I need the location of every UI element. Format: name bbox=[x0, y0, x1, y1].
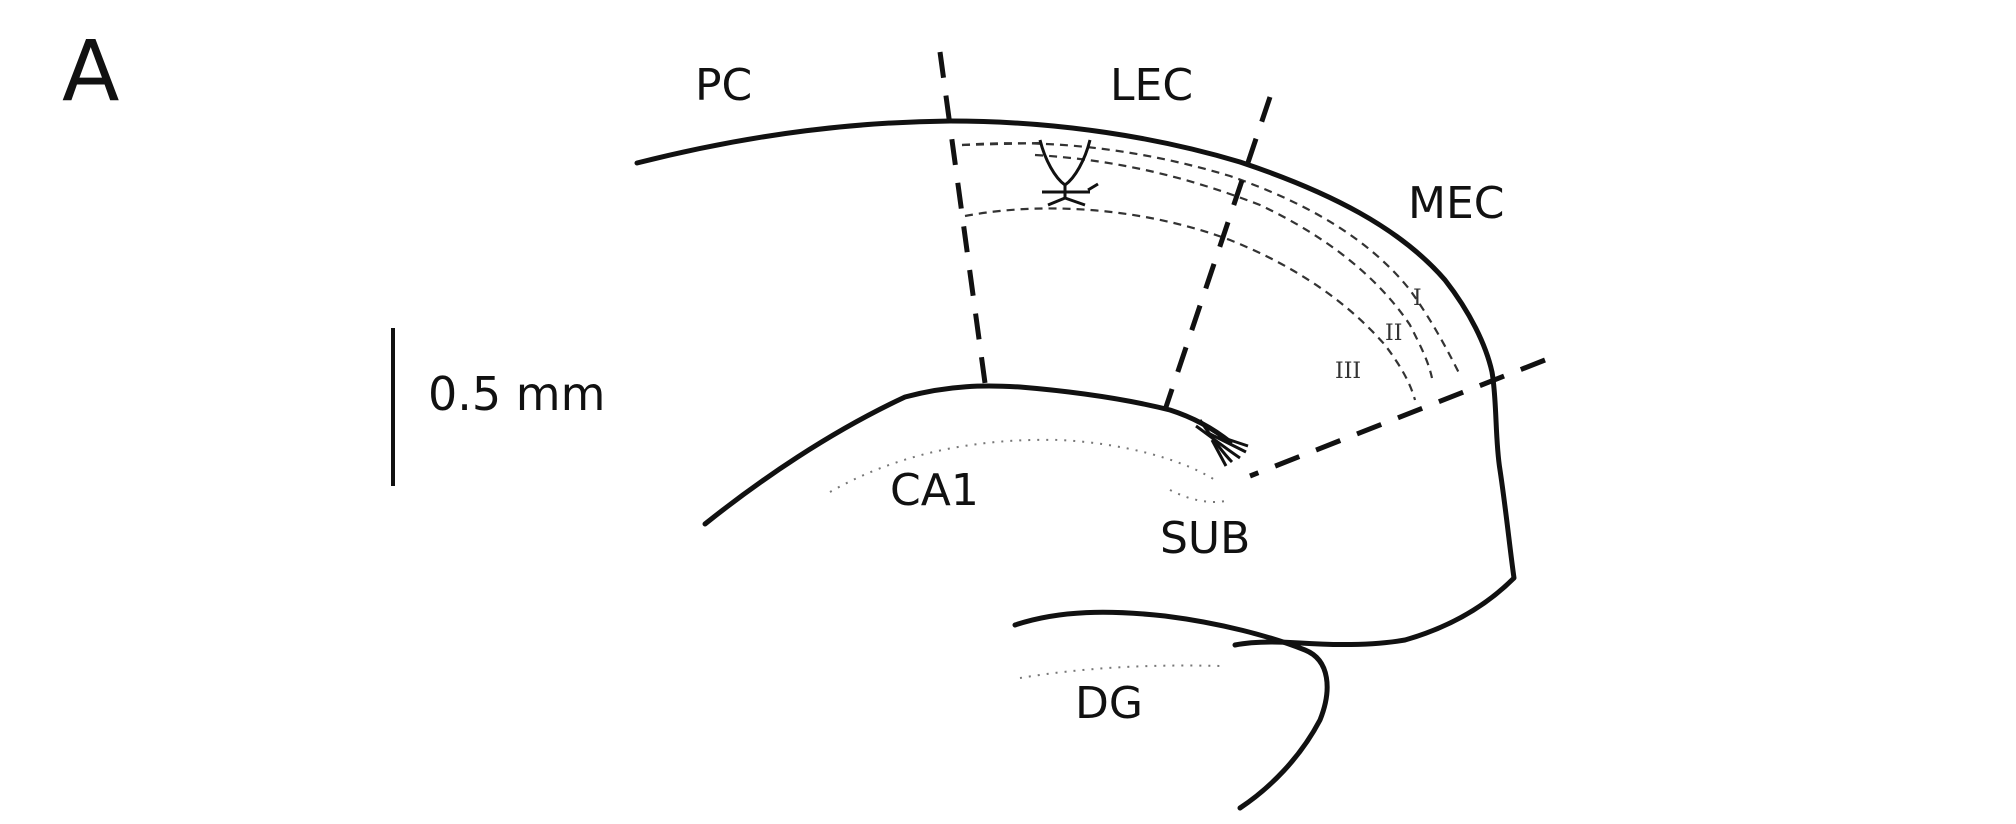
label-lec: LEC bbox=[1110, 60, 1193, 111]
pc-lec-boundary bbox=[937, 51, 988, 384]
axon-terminal-icon bbox=[1195, 419, 1249, 467]
label-layer-ii: II bbox=[1385, 321, 1402, 346]
mec-sub-boundary bbox=[1249, 357, 1546, 479]
label-sub: SUB bbox=[1160, 513, 1250, 564]
ca1-outline bbox=[702, 383, 1233, 527]
panel-label: A bbox=[62, 22, 119, 120]
layer-i-boundary bbox=[961, 142, 1461, 376]
label-mec: MEC bbox=[1408, 178, 1505, 229]
cortex-outer-surface bbox=[634, 118, 1517, 648]
lec-mec-boundary bbox=[1162, 96, 1273, 411]
label-ca1: CA1 bbox=[890, 465, 979, 516]
sub-cell-layer bbox=[1169, 489, 1231, 503]
layer-ii-boundary bbox=[1034, 153, 1434, 379]
dg-outline bbox=[1012, 609, 1330, 811]
scale-bar-label: 0.5 mm bbox=[428, 367, 605, 421]
lec-top-boundary bbox=[961, 141, 1041, 147]
layer-iii-boundary bbox=[964, 207, 1417, 401]
label-layer-i: I bbox=[1413, 286, 1422, 311]
label-pc: PC bbox=[695, 60, 752, 111]
label-layer-iii: III bbox=[1335, 359, 1361, 384]
lec-neuron-icon bbox=[1038, 139, 1099, 207]
dg-granule-layer bbox=[1019, 664, 1221, 679]
label-dg: DG bbox=[1075, 678, 1143, 729]
ca1-pyramidal-layer bbox=[829, 438, 1216, 493]
